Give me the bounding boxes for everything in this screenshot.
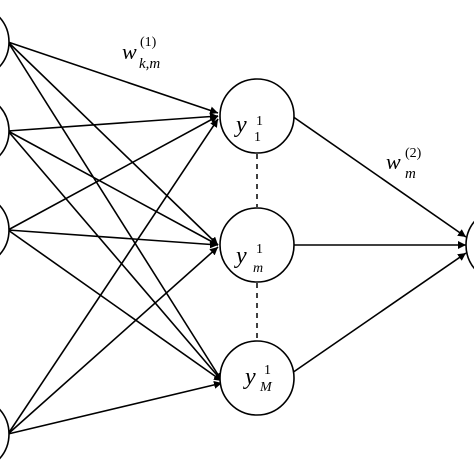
hidden-node-m-label: y 1 m	[234, 242, 263, 276]
node-symbol: y	[234, 112, 247, 138]
input-node	[0, 16, 10, 68]
input-node	[0, 105, 10, 157]
output-node	[465, 220, 474, 270]
connection	[7, 41, 219, 246]
weight-subscript: k,m	[139, 56, 160, 72]
hidden-node-1-label: y 1 1	[234, 112, 263, 145]
connection	[7, 229, 219, 249]
weight-label-layer2: w (2) m	[386, 146, 422, 182]
weight-symbol: w	[386, 149, 401, 174]
hidden-node-M	[219, 340, 295, 416]
connection	[7, 130, 219, 246]
weight-label-layer1: w (1) k,m	[122, 35, 160, 72]
connection	[7, 246, 219, 435]
weight-subscript: m	[405, 166, 416, 182]
node-subscript: 1	[254, 130, 261, 145]
connection	[7, 41, 219, 115]
weight-superscript: (1)	[140, 35, 157, 50]
input-node	[0, 204, 10, 256]
node-symbol: y	[243, 364, 256, 390]
connection	[7, 115, 219, 231]
hidden-node-1	[219, 78, 295, 154]
connection	[7, 380, 223, 435]
hidden-node-m	[219, 207, 295, 283]
node-superscript: 1	[256, 242, 263, 257]
hidden-node-M-label: y 1 M	[243, 363, 273, 395]
connection	[7, 112, 219, 132]
hidden-layer	[219, 78, 295, 416]
node-superscript: 1	[264, 363, 271, 378]
connection	[7, 130, 223, 382]
weight-superscript: (2)	[405, 146, 422, 161]
connection	[7, 41, 223, 382]
connection	[291, 115, 467, 238]
node-superscript: 1	[256, 114, 263, 129]
input-node	[0, 408, 10, 460]
node-subscript: m	[253, 261, 263, 276]
connection	[291, 252, 467, 374]
node-symbol: y	[234, 243, 247, 269]
connection	[7, 229, 223, 382]
node-subscript: M	[259, 380, 273, 395]
input-to-hidden-connections	[7, 41, 223, 435]
weight-symbol: w	[122, 39, 137, 64]
connection	[7, 118, 219, 435]
input-layer	[0, 16, 10, 460]
hidden-to-output-connections	[291, 115, 467, 374]
